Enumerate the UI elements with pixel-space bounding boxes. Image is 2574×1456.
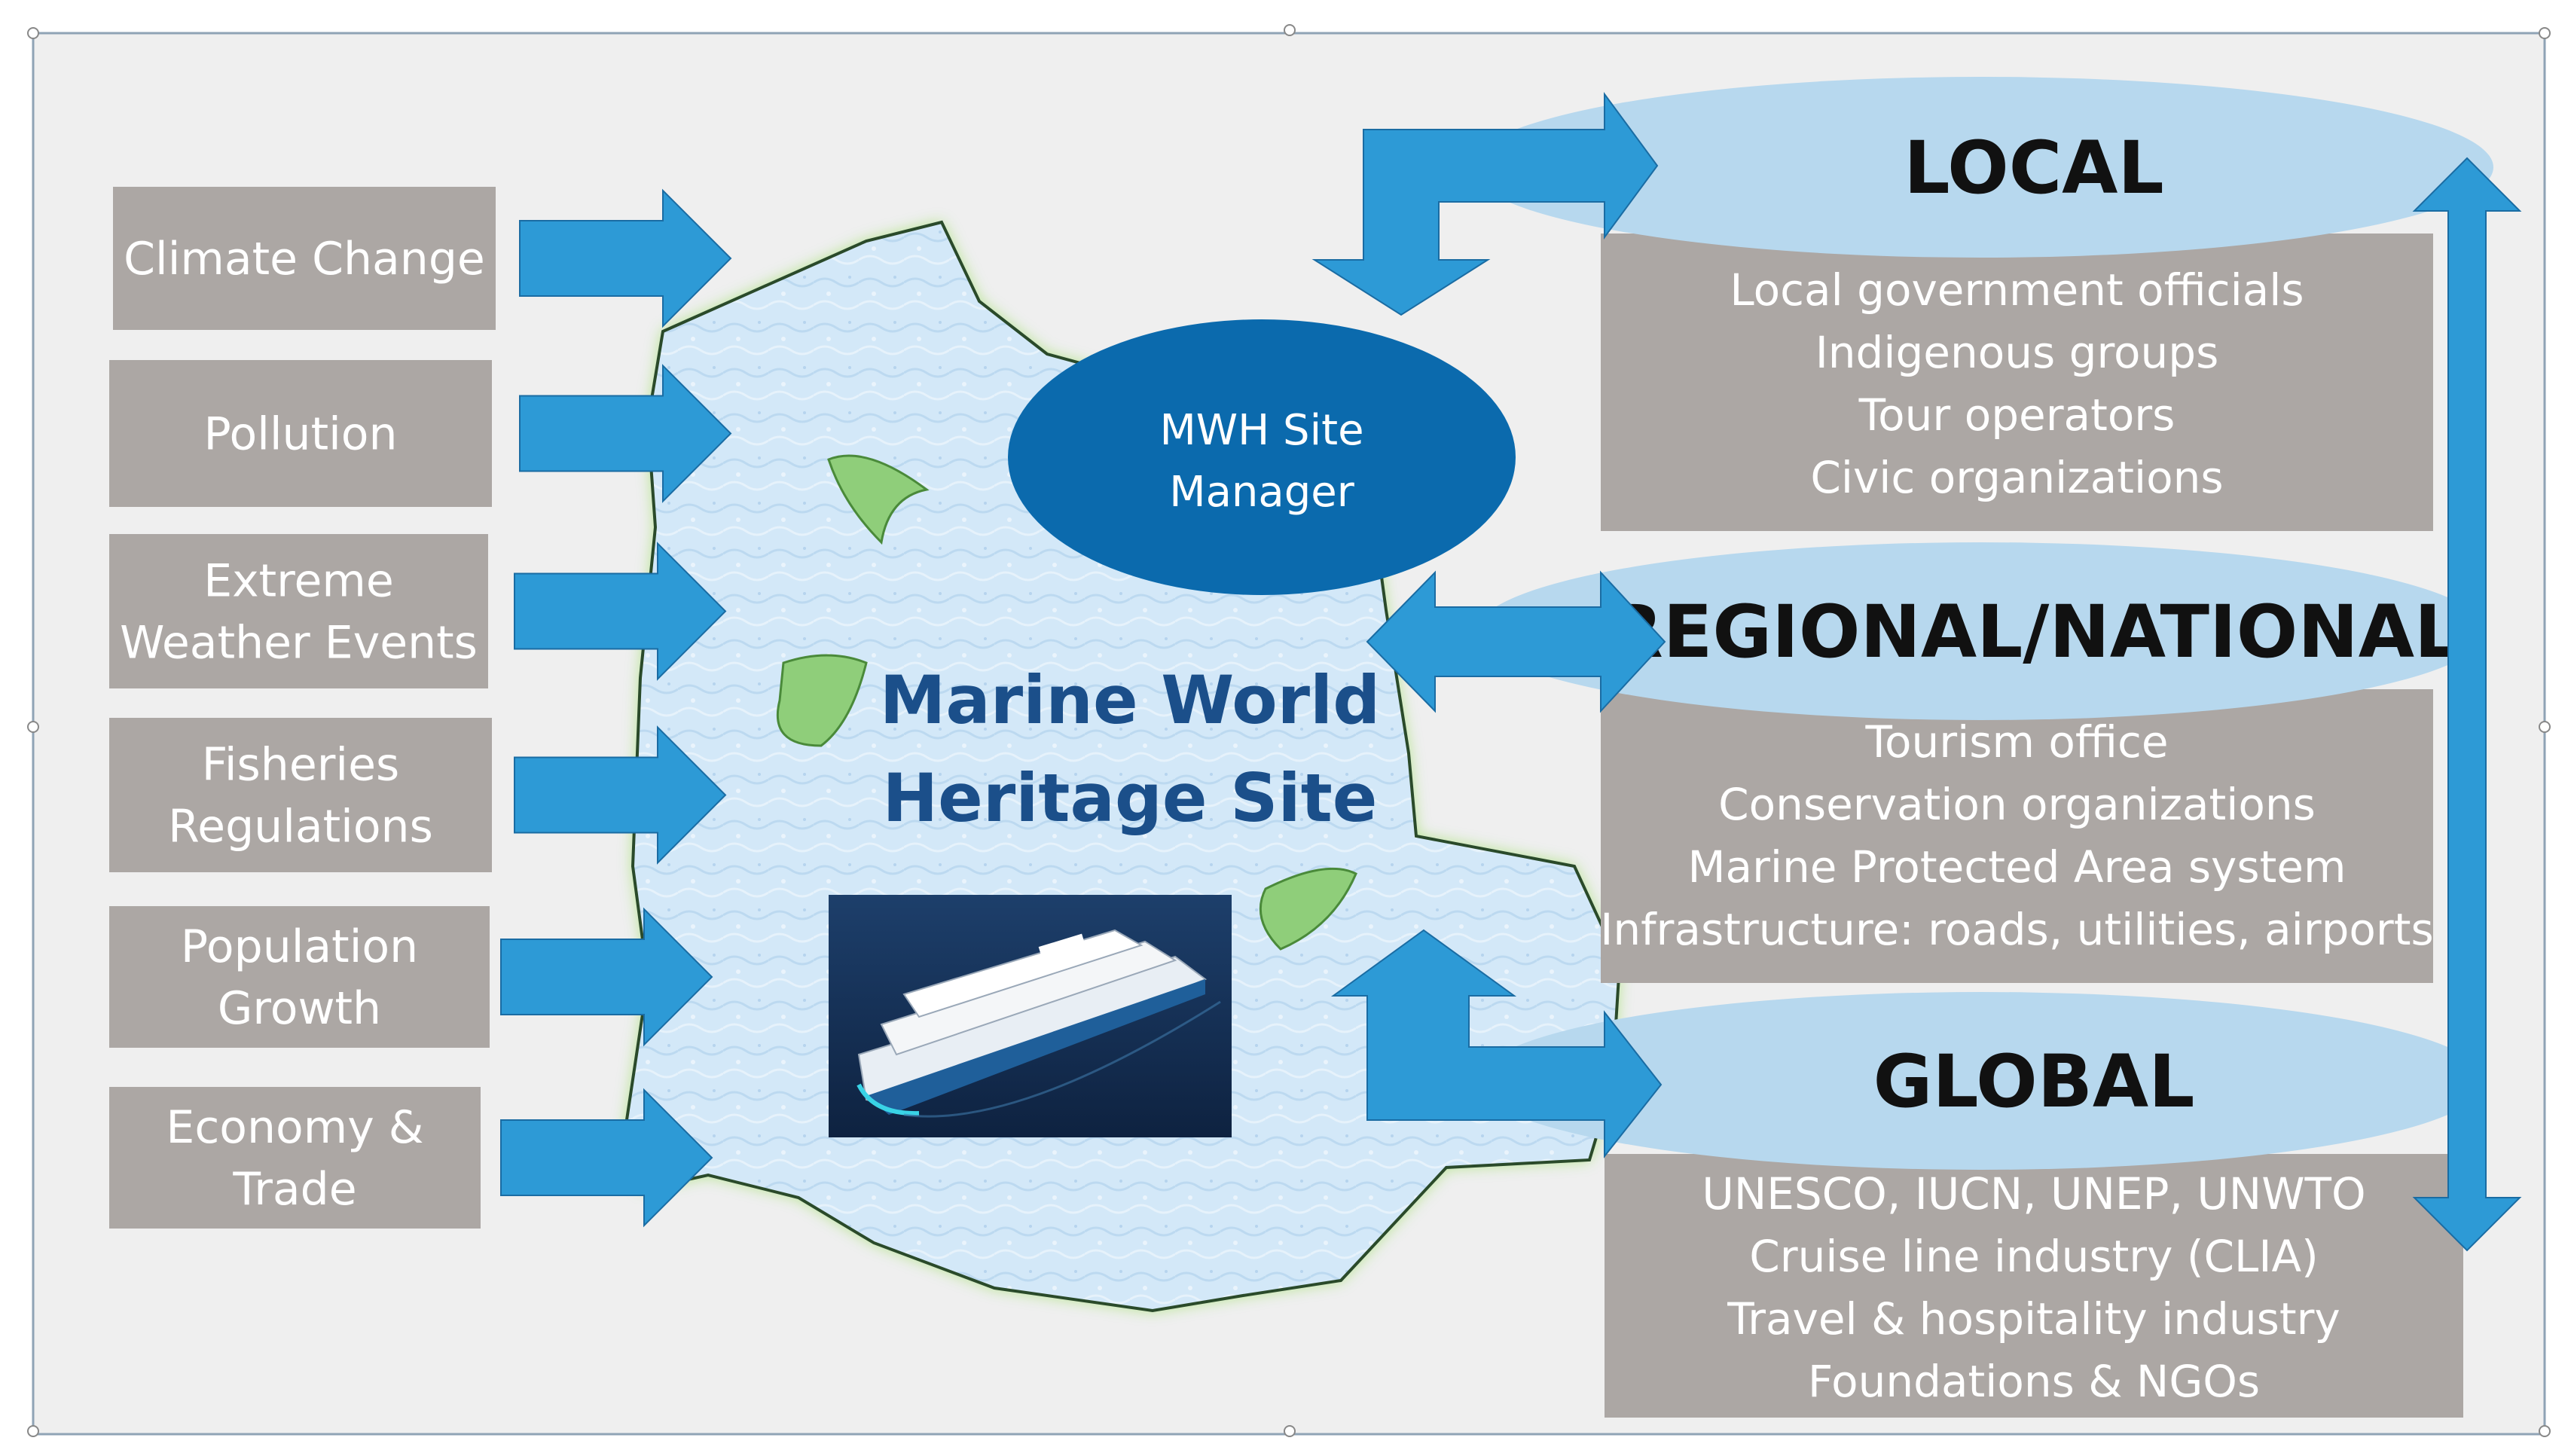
site-title-line2: Heritage Site xyxy=(883,759,1378,837)
site-manager-ellipse xyxy=(1008,319,1516,595)
frame-handle-right xyxy=(2539,721,2551,733)
frame-handle-bottom xyxy=(1284,1425,1296,1437)
level-item: Foundations & NGOs xyxy=(1808,1356,2260,1407)
frame-handle-bottomright xyxy=(2539,1425,2551,1437)
driver-box xyxy=(109,1087,481,1229)
driver-arrow xyxy=(500,907,713,1047)
driver-arrow xyxy=(519,364,732,503)
islet-2 xyxy=(776,654,868,747)
level-box xyxy=(1601,234,2433,531)
vertical-link-arrow xyxy=(2412,157,2522,1252)
site-title-line1: Marine World xyxy=(880,661,1380,739)
driver-label: Fisheries xyxy=(202,739,400,792)
driver-label: Regulations xyxy=(168,801,433,853)
driver-box xyxy=(109,360,492,507)
level-title: REGIONAL/NATIONAL xyxy=(1608,590,2460,674)
regional-link-arrow xyxy=(1366,570,1666,713)
frame-handle-top xyxy=(1284,24,1296,36)
frame-handle-topright xyxy=(2539,27,2551,39)
level-item: Cruise line industry (CLIA) xyxy=(1749,1231,2319,1282)
level-box xyxy=(1601,689,2433,983)
level-title: LOCAL xyxy=(1904,126,2163,210)
level-item: Civic organizations xyxy=(1810,452,2223,503)
level-item: Conservation organizations xyxy=(1718,779,2316,830)
level-box xyxy=(1605,1154,2463,1418)
level-item: Local government officials xyxy=(1730,264,2304,316)
driver-arrow xyxy=(500,1088,713,1228)
level-item: Tour operators xyxy=(1858,389,2176,441)
driver-label: Weather Events xyxy=(120,617,478,670)
level-item: Marine Protected Area system xyxy=(1687,841,2346,893)
driver-label: Extreme xyxy=(203,555,394,608)
driver-1: Pollution xyxy=(109,360,732,507)
level-regional-national: REGIONAL/NATIONAL Tourism officeConservat… xyxy=(1476,542,2486,983)
islet-3 xyxy=(1259,867,1357,951)
level-item: Travel & hospitality industry xyxy=(1727,1293,2340,1345)
level-ellipse xyxy=(1469,77,2493,258)
driver-5: Economy & Trade xyxy=(109,1087,713,1229)
cruise-ship-image xyxy=(829,895,1232,1137)
driver-0: Climate Change xyxy=(113,187,732,330)
frame-handle-left xyxy=(27,721,39,733)
driver-arrow xyxy=(519,188,732,328)
global-link-arrow xyxy=(1330,929,1663,1158)
driver-label: Trade xyxy=(232,1163,356,1216)
level-item: Tourism office xyxy=(1864,716,2168,768)
levels-group: LOCAL Local government officialsIndigenou… xyxy=(1469,77,2493,1418)
driver-box xyxy=(113,187,496,330)
level-ellipse xyxy=(1476,992,2486,1170)
level-ellipse xyxy=(1476,542,2486,720)
driver-box xyxy=(109,534,488,688)
driver-arrow xyxy=(514,542,727,681)
driver-label: Climate Change xyxy=(124,233,485,285)
level-item: Indigenous groups xyxy=(1815,327,2219,378)
connector-arrows xyxy=(1311,91,2522,1252)
level-item: Infrastructure: roads, utilities, airpor… xyxy=(1600,904,2433,955)
driver-label: Economy & xyxy=(166,1101,423,1154)
driver-box xyxy=(109,906,490,1048)
driver-box xyxy=(109,718,492,872)
site-manager-line2: Manager xyxy=(1169,468,1354,517)
driver-label: Growth xyxy=(218,982,381,1035)
local-link-arrow xyxy=(1311,91,1659,316)
level-local: LOCAL Local government officialsIndigenou… xyxy=(1469,77,2493,531)
driver-label: Pollution xyxy=(203,408,397,461)
site-manager-line1: MWH Site xyxy=(1159,406,1363,455)
frame-handle-topleft xyxy=(27,27,39,39)
level-title: GLOBAL xyxy=(1873,1039,2195,1124)
level-global: GLOBAL UNESCO, IUCN, UNEP, UNWTO Cruise li… xyxy=(1476,992,2486,1418)
driver-label: Population xyxy=(181,920,418,973)
islet-1 xyxy=(827,454,930,545)
driver-arrow xyxy=(514,725,727,865)
frame-handle-bottomleft xyxy=(27,1425,39,1437)
level-item: UNESCO, IUCN, UNEP, UNWTO xyxy=(1702,1168,2365,1219)
